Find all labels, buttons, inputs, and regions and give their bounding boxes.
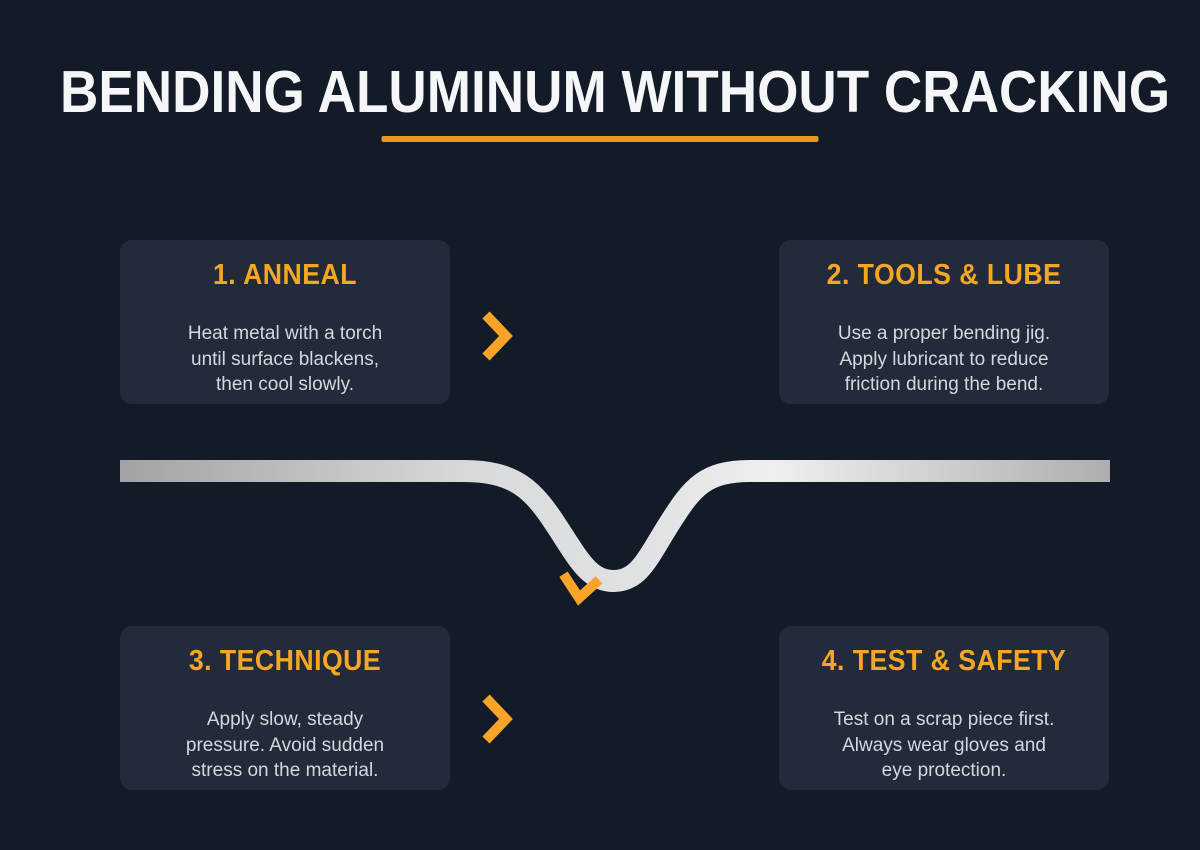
step-heading: 4. TEST & SAFETY xyxy=(821,645,1067,677)
step-description: Heat metal with a torch until surface bl… xyxy=(187,323,383,395)
step-card-technique: 3. TECHNIQUE Apply slow, steady pressure… xyxy=(120,626,450,790)
bent-aluminum-sheet xyxy=(120,460,1110,593)
title-underline xyxy=(381,136,819,142)
step-card-test-safety: 4. TEST & SAFETY Test on a scrap piece f… xyxy=(779,626,1109,790)
chevron-right-icon xyxy=(482,311,513,361)
step-description: Apply slow, steady pressure. Avoid sudde… xyxy=(185,709,385,781)
chevron-right-icon xyxy=(482,694,513,744)
step-heading: 2. TOOLS & LUBE xyxy=(826,259,1062,291)
step-heading: 1. ANNEAL xyxy=(213,259,357,291)
chevron-down-icon xyxy=(559,571,603,606)
page-title: BENDING ALUMINUM WITHOUT CRACKING xyxy=(60,59,1171,125)
step-description: Test on a scrap piece first. Always wear… xyxy=(833,709,1055,781)
step-card-anneal: 1. ANNEAL Heat metal with a torch until … xyxy=(120,240,450,404)
step-description: Use a proper bending jig. Apply lubrican… xyxy=(837,323,1051,395)
step-heading: 3. TECHNIQUE xyxy=(188,645,382,677)
step-card-tools-lube: 2. TOOLS & LUBE Use a proper bending jig… xyxy=(779,240,1109,404)
